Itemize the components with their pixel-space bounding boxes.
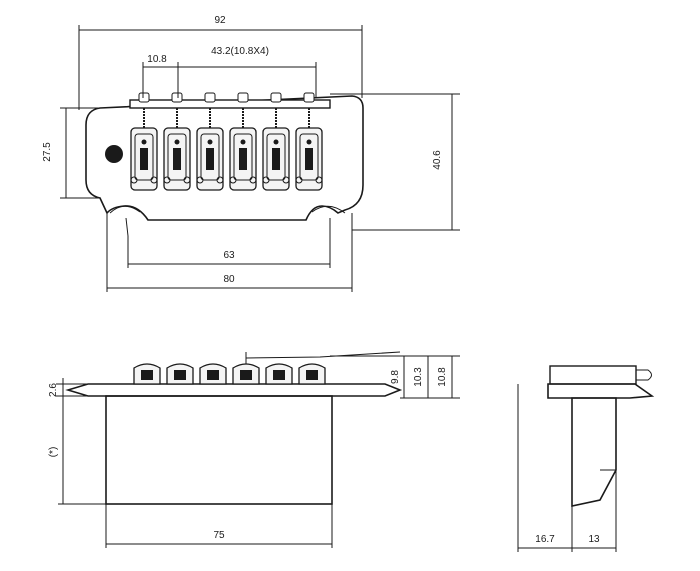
dim-27-5-label: 27.5: [42, 142, 53, 162]
dim-40-6-label: 40.6: [432, 150, 443, 170]
front-saddle-2: [166, 363, 194, 385]
front-saddles: [133, 363, 326, 385]
dim-2-6: 2.6: [48, 378, 88, 402]
dim-9-8-label: 9.8: [390, 370, 401, 384]
front-plate: [65, 383, 403, 397]
front-saddle-6: [298, 363, 326, 385]
saddle-1: [130, 92, 158, 191]
saddle-3: [196, 92, 224, 191]
dim-10-8b-label: 10.8: [437, 367, 448, 387]
saddle-rail: [129, 99, 331, 109]
dim-heights: 9.8 10.3 10.8: [330, 355, 460, 399]
inertia-block-edge: [125, 217, 331, 237]
saddles: [130, 92, 323, 191]
dim-92: 92: [78, 15, 363, 110]
dim-16-7: 16.7: [517, 384, 573, 552]
front-saddle-5: [265, 363, 293, 385]
dim-80-label: 80: [223, 274, 235, 285]
dim-13: 13: [572, 470, 617, 552]
dim-43-2-label: 43.2(10.8X4): [211, 46, 269, 57]
dim-80: 80: [106, 213, 353, 292]
side-plate: [547, 383, 655, 399]
side-block: [571, 397, 617, 507]
saddle-4: [229, 92, 257, 191]
front-saddle-3: [199, 363, 227, 385]
side-saddle-screw: [636, 369, 652, 381]
saddle-2: [163, 92, 191, 191]
dim-block-height: (*): [48, 402, 106, 505]
dim-92-label: 92: [214, 15, 226, 26]
front-view: 2.6 (*) 75 9.8 10.3 10.8: [48, 351, 460, 548]
dim-10-3-label: 10.3: [413, 367, 424, 387]
side-view: 16.7 13: [517, 365, 655, 552]
cutout-left: [109, 205, 141, 214]
dim-2-6-label: 2.6: [48, 383, 59, 397]
dim-saddle-spacing: 10.8 43.2(10.8X4): [142, 46, 317, 98]
cutout-right: [311, 205, 346, 214]
dim-75: 75: [105, 504, 333, 548]
dim-40-6: 40.6: [330, 93, 460, 231]
dim-star-label: (*): [48, 447, 59, 458]
saddle-5: [262, 92, 290, 191]
front-block: [105, 395, 333, 505]
dim-13-label: 13: [588, 534, 600, 545]
bridge-plate-outline: [85, 95, 364, 221]
top-view: 92 10.8 43.2(10.8X4) 27.5 40.6: [42, 15, 460, 292]
mounting-hole: [105, 145, 123, 163]
front-saddle-1: [133, 363, 161, 385]
front-saddle-4: [232, 363, 260, 385]
dim-63-label: 63: [223, 250, 235, 261]
saddle-6: [295, 92, 323, 191]
dim-63: 63: [127, 236, 331, 268]
side-saddle: [549, 365, 637, 385]
dim-75-label: 75: [213, 530, 225, 541]
dim-16-7-label: 16.7: [535, 534, 555, 545]
tremolo-arm: [245, 351, 401, 359]
dim-27-5: 27.5: [42, 107, 100, 199]
dim-10-8-label: 10.8: [147, 54, 167, 65]
